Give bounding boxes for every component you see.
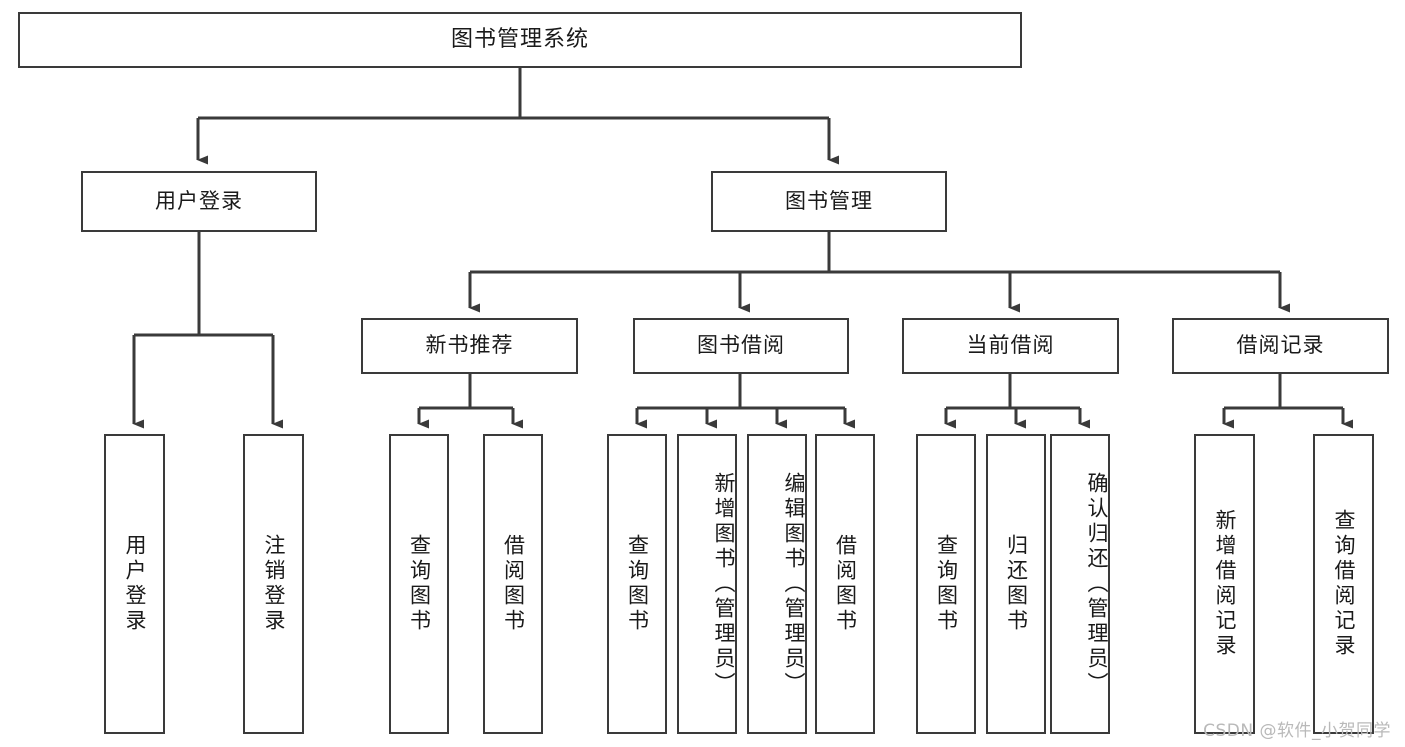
node-label: 用户登录: [155, 188, 243, 213]
leaf-confirm-return-admin[interactable]: 确认归还（管理员）: [1050, 434, 1110, 734]
current-borrow-connectors: [944, 374, 1090, 429]
leaf-logout[interactable]: 注销登录: [243, 434, 304, 734]
node-label: 借阅记录: [1236, 333, 1325, 358]
leaf-query-book-current[interactable]: 查询图书: [916, 434, 976, 734]
node-label: 借阅图书: [833, 534, 858, 634]
new-book-connectors: [417, 374, 523, 429]
node-new-book-recommend[interactable]: 新书推荐: [361, 318, 578, 374]
node-label: 图书借阅: [697, 333, 785, 358]
leaf-add-borrow-record[interactable]: 新增借阅记录: [1194, 434, 1255, 734]
leaf-borrow-book[interactable]: 借阅图书: [815, 434, 875, 734]
node-label: 归还图书: [1004, 534, 1029, 634]
node-label: 借阅图书: [501, 534, 526, 634]
user-login-connectors: [132, 232, 283, 429]
leaf-query-book-borrow[interactable]: 查询图书: [607, 434, 667, 734]
root-connectors: [196, 68, 839, 165]
node-label: 查询借阅记录: [1332, 509, 1357, 659]
node-label: 确认归还（管理员）: [1085, 471, 1109, 697]
leaf-query-book-recommend[interactable]: 查询图书: [389, 434, 449, 734]
node-label: 新增借阅记录: [1213, 509, 1238, 659]
node-label: 新书推荐: [425, 333, 514, 358]
book-manage-connectors: [468, 232, 1290, 313]
node-label: 查询图书: [407, 534, 432, 634]
node-label: 注销登录: [262, 534, 287, 634]
node-book-management[interactable]: 图书管理: [711, 171, 947, 232]
leaf-user-login[interactable]: 用户登录: [104, 434, 165, 734]
node-label: 用户登录: [123, 534, 148, 634]
node-label: 编辑图书（管理员）: [782, 471, 806, 697]
node-borrow-record[interactable]: 借阅记录: [1172, 318, 1389, 374]
node-label: 当前借阅: [966, 333, 1055, 358]
leaf-edit-book-admin[interactable]: 编辑图书（管理员）: [747, 434, 807, 734]
borrow-record-connectors: [1222, 374, 1353, 429]
leaf-borrow-book-recommend[interactable]: 借阅图书: [483, 434, 543, 734]
node-label: 查询图书: [934, 534, 959, 634]
node-root-system[interactable]: 图书管理系统: [18, 12, 1022, 68]
leaf-query-borrow-record[interactable]: 查询借阅记录: [1313, 434, 1374, 734]
node-label: 查询图书: [625, 534, 650, 634]
node-user-login[interactable]: 用户登录: [81, 171, 317, 232]
node-label: 图书管理系统: [450, 26, 589, 52]
leaf-return-book[interactable]: 归还图书: [986, 434, 1046, 734]
leaf-add-book-admin[interactable]: 新增图书（管理员）: [677, 434, 737, 734]
node-label: 新增图书（管理员）: [712, 471, 736, 697]
node-label: 图书管理: [785, 188, 873, 213]
node-book-borrow[interactable]: 图书借阅: [633, 318, 849, 374]
book-borrow-connectors: [635, 374, 855, 429]
csdn-watermark: CSDN @软件_小贺同学: [1203, 721, 1391, 741]
node-current-borrow[interactable]: 当前借阅: [902, 318, 1119, 374]
